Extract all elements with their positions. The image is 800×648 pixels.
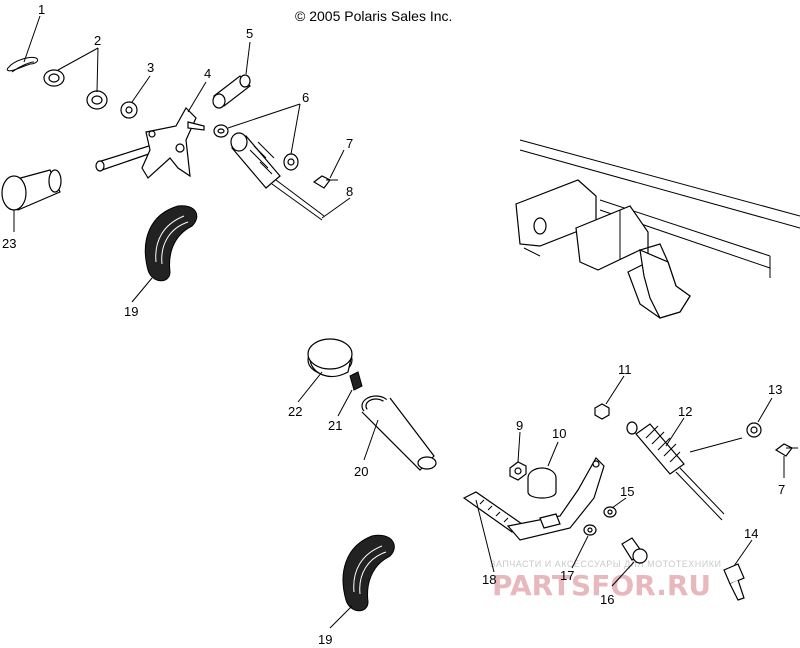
callout-11: 11 bbox=[618, 362, 632, 377]
part-4-lever-bracket bbox=[95, 107, 205, 179]
callout-15: 15 bbox=[620, 484, 634, 499]
part-14-adjuster bbox=[723, 563, 745, 601]
part-1-hairpin-clip bbox=[6, 57, 39, 73]
copyright-text: © 2005 Polaris Sales Inc. bbox=[295, 8, 452, 24]
part-22-knob-cap bbox=[307, 338, 353, 377]
callout-5: 5 bbox=[246, 26, 253, 41]
callout-22: 22 bbox=[288, 404, 302, 419]
callout-7-top: 7 bbox=[346, 136, 353, 151]
callout-16: 16 bbox=[600, 592, 614, 607]
part-18-lever-pedal bbox=[462, 457, 605, 541]
part-16-pivot-bolt bbox=[621, 537, 648, 564]
callout-6: 6 bbox=[302, 90, 309, 105]
part-19-grip-pad-top bbox=[144, 205, 198, 282]
callout-14: 14 bbox=[744, 526, 758, 541]
callout-9: 9 bbox=[516, 418, 523, 433]
callout-17: 17 bbox=[560, 568, 574, 583]
part-3-washer bbox=[120, 101, 138, 119]
callout-23: 23 bbox=[2, 236, 16, 251]
part-11-nut bbox=[594, 403, 610, 420]
part-7-clip-right bbox=[774, 443, 798, 457]
part-17-washer bbox=[583, 524, 597, 536]
callout-19-bottom: 19 bbox=[318, 632, 332, 647]
part-8-cable bbox=[230, 132, 325, 221]
callout-10: 10 bbox=[552, 426, 566, 441]
callout-4: 4 bbox=[204, 66, 211, 81]
part-7-clip-top bbox=[312, 175, 338, 189]
part-21-set-screw bbox=[349, 371, 363, 391]
watermark-tagline: ЗАПЧАСТИ И АКСЕССУАРЫ ДЛЯ МОТОТЕХНИКИ bbox=[490, 559, 721, 569]
callout-8: 8 bbox=[346, 184, 353, 199]
part-10-roller bbox=[527, 467, 557, 499]
part-2-bushings bbox=[43, 69, 108, 110]
callout-3: 3 bbox=[147, 60, 154, 75]
callout-19-top: 19 bbox=[124, 304, 138, 319]
leader-lines bbox=[13, 15, 785, 629]
part-20-handle bbox=[361, 395, 437, 471]
watermark: ЗАПЧАСТИ И АКСЕССУАРЫ ДЛЯ МОТОТЕХНИКИ PA… bbox=[490, 559, 721, 602]
part-23-knob bbox=[1, 169, 62, 211]
callout-18: 18 bbox=[482, 572, 496, 587]
callout-labels: 1 2 3 4 5 6 7 8 23 19 22 21 20 11 9 10 1… bbox=[2, 2, 785, 647]
part-6-washers bbox=[213, 124, 299, 171]
part-12-cable bbox=[626, 421, 725, 521]
callout-20: 20 bbox=[354, 464, 368, 479]
callout-12: 12 bbox=[678, 404, 692, 419]
callout-1: 1 bbox=[38, 2, 45, 17]
callout-13: 13 bbox=[768, 382, 782, 397]
part-5-pin bbox=[212, 74, 251, 109]
watermark-logo: PARTSFOR.RU bbox=[492, 569, 711, 602]
frame-assembly bbox=[515, 139, 800, 319]
part-19-grip-pad-bottom bbox=[342, 534, 395, 612]
callout-7-right: 7 bbox=[778, 482, 785, 497]
part-13-washer bbox=[746, 422, 762, 438]
part-9-nut bbox=[509, 461, 527, 481]
part-15-washer bbox=[603, 506, 617, 518]
callout-2: 2 bbox=[94, 33, 101, 48]
callout-21: 21 bbox=[328, 418, 342, 433]
